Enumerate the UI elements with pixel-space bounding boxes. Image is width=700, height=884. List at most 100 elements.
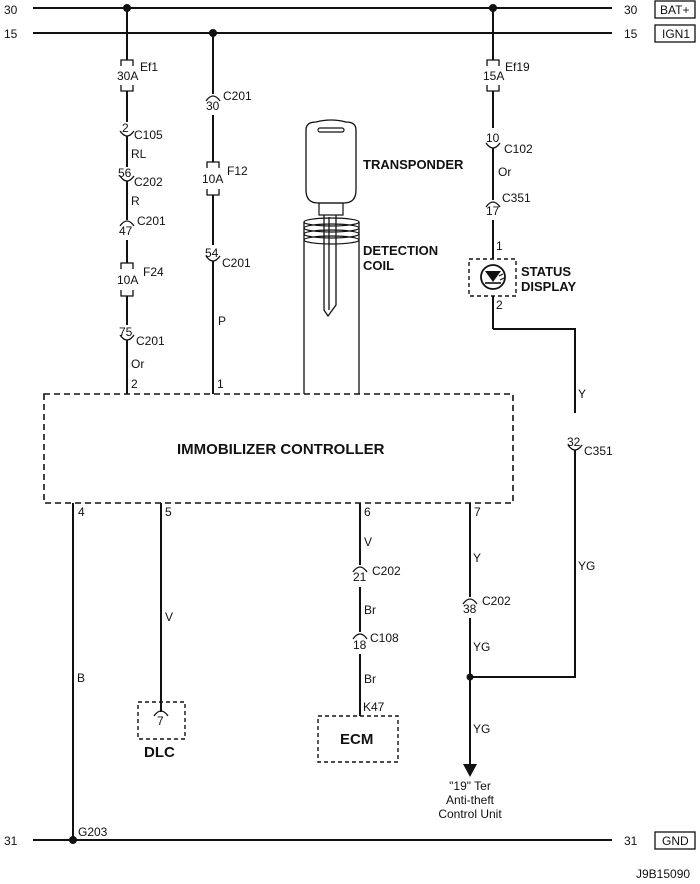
connector-pin: 56 bbox=[118, 166, 132, 180]
connector-pin: 54 bbox=[205, 246, 219, 260]
rail-ign-tag-box bbox=[654, 24, 696, 43]
rail-ign-number-right: 15 bbox=[624, 27, 638, 41]
detection-coil-icon bbox=[303, 217, 360, 394]
branch-f12: C201 30 10A F12 54 C201 P 1 bbox=[202, 29, 252, 394]
connector-pin: 21 bbox=[353, 570, 367, 584]
connector-c108-icon bbox=[352, 633, 368, 640]
fuse-f12-name: F12 bbox=[227, 164, 248, 178]
fuse-f24-rating: 10A bbox=[117, 273, 138, 287]
wire-segment bbox=[493, 328, 576, 413]
connector-name: C202 bbox=[372, 564, 401, 578]
rail-bat-tag-box bbox=[654, 0, 696, 19]
dlc-pin: 7 bbox=[157, 714, 164, 728]
connector-c351-icon bbox=[485, 201, 501, 208]
connector-name: C201 bbox=[222, 256, 251, 270]
branch-ef1: 30A Ef1 2 C105 RL 56 C202 R C201 47 10A … bbox=[117, 4, 166, 394]
wire-color: R bbox=[131, 194, 140, 208]
ground-name: G203 bbox=[78, 825, 108, 839]
coil-label-line1: DETECTION bbox=[363, 243, 438, 258]
key-slot-icon bbox=[317, 127, 345, 133]
destination-line3: Control Unit bbox=[438, 807, 502, 821]
rail-ign-tag: IGN1 bbox=[662, 27, 690, 41]
status-display-label-line2: DISPLAY bbox=[521, 279, 576, 294]
connector-name: C202 bbox=[482, 594, 511, 608]
rail-bat: 30 30 BAT+ bbox=[4, 0, 696, 19]
fuse-ef19-rating: 15A bbox=[483, 69, 504, 83]
pin4-ground-branch: 4 B G203 bbox=[69, 503, 108, 844]
rail-gnd-tag-box bbox=[654, 831, 696, 850]
rail-gnd-number-right: 31 bbox=[624, 834, 638, 848]
controller-pin: 1 bbox=[217, 377, 224, 391]
wire-color: Y bbox=[473, 551, 481, 565]
ecm-label: ECM bbox=[340, 731, 373, 748]
destination-line1: "19" Ter bbox=[449, 779, 491, 793]
destination-line2: Anti-theft bbox=[446, 793, 495, 807]
figure-id: J9B15090 bbox=[636, 867, 690, 881]
connector-name: C201 bbox=[136, 334, 165, 348]
status-display-label-line1: STATUS bbox=[521, 264, 571, 279]
wire-color: V bbox=[364, 535, 372, 549]
connector-pin: 38 bbox=[463, 602, 477, 616]
transponder-label: TRANSPONDER bbox=[363, 157, 464, 172]
key-assembly: TRANSPONDER DETECTION COIL bbox=[303, 119, 464, 394]
rail-ign: 15 15 IGN1 bbox=[4, 24, 696, 43]
connector-pin: 75 bbox=[119, 325, 133, 339]
pin7-antitheft-branch: 7 Y C202 38 YG YG "19" Ter Anti-theft Co… bbox=[438, 503, 511, 821]
wire-color: Y bbox=[578, 387, 586, 401]
wire-color: YG bbox=[473, 722, 490, 736]
key-neck bbox=[318, 202, 344, 216]
display-pin-out: 2 bbox=[496, 298, 503, 312]
controller-pin: 5 bbox=[165, 505, 172, 519]
fuse-f24-name: F24 bbox=[143, 265, 164, 279]
connector-c201-icon bbox=[205, 95, 221, 102]
rail-ign-number: 15 bbox=[4, 27, 18, 41]
fuse-f12-rating: 10A bbox=[202, 172, 223, 186]
dlc-box bbox=[137, 701, 186, 740]
fuse-ef1-rating: 30A bbox=[117, 69, 138, 83]
rail-bat-number: 30 bbox=[4, 3, 18, 17]
rail-gnd-tag: GND bbox=[662, 834, 689, 848]
controller-box bbox=[43, 393, 514, 504]
key-blade-icon bbox=[323, 215, 337, 318]
controller-pin: 2 bbox=[131, 377, 138, 391]
immobilizer-controller: IMMOBILIZER CONTROLLER bbox=[43, 393, 514, 504]
wire-color: B bbox=[77, 671, 85, 685]
ground-splice-dot bbox=[69, 836, 77, 844]
pin6-ecm-branch: 6 V C202 21 Br C108 18 Br K47 ECM bbox=[317, 503, 401, 763]
wire-color: V bbox=[165, 610, 173, 624]
connector-name: C351 bbox=[502, 191, 531, 205]
dlc-connector-icon bbox=[153, 710, 169, 717]
connector-name: C201 bbox=[223, 89, 252, 103]
ecm-pin: K47 bbox=[363, 700, 385, 714]
connector-c202-icon bbox=[462, 598, 478, 605]
wire-color: Br bbox=[364, 672, 376, 686]
dlc-label: DLC bbox=[144, 744, 175, 761]
rail-bat-number-right: 30 bbox=[624, 3, 638, 17]
wire-color: P bbox=[218, 314, 226, 328]
coil-label-line2: COIL bbox=[363, 258, 394, 273]
arrow-down-icon bbox=[463, 764, 477, 777]
connector-name: C201 bbox=[137, 214, 166, 228]
controller-pin: 4 bbox=[78, 505, 85, 519]
connector-c202-icon bbox=[352, 566, 368, 573]
pin5-dlc-branch: 5 V 7 DLC bbox=[137, 503, 186, 761]
connector-name: C105 bbox=[134, 128, 163, 142]
connector-pin: 17 bbox=[486, 204, 500, 218]
key-head-icon bbox=[305, 119, 357, 204]
connector-pin: 47 bbox=[119, 224, 133, 238]
display-pin-in: 1 bbox=[496, 239, 503, 253]
wire-color: RL bbox=[131, 147, 147, 161]
connector-pin: 30 bbox=[206, 99, 220, 113]
splice-dot bbox=[466, 673, 474, 681]
wire-color: Or bbox=[131, 357, 144, 371]
connector-pin: 32 bbox=[567, 435, 581, 449]
wire-color: Or bbox=[498, 165, 511, 179]
connector-c201-icon bbox=[119, 220, 135, 227]
controller-pin: 7 bbox=[474, 505, 481, 519]
controller-pin: 6 bbox=[364, 505, 371, 519]
branch-ef19: 15A Ef19 10 C102 Or C351 17 1 STATUS DIS… bbox=[468, 4, 613, 678]
fuse-ef19-name: Ef19 bbox=[505, 60, 530, 74]
wire-color: YG bbox=[578, 559, 595, 573]
connector-name: C202 bbox=[134, 175, 163, 189]
